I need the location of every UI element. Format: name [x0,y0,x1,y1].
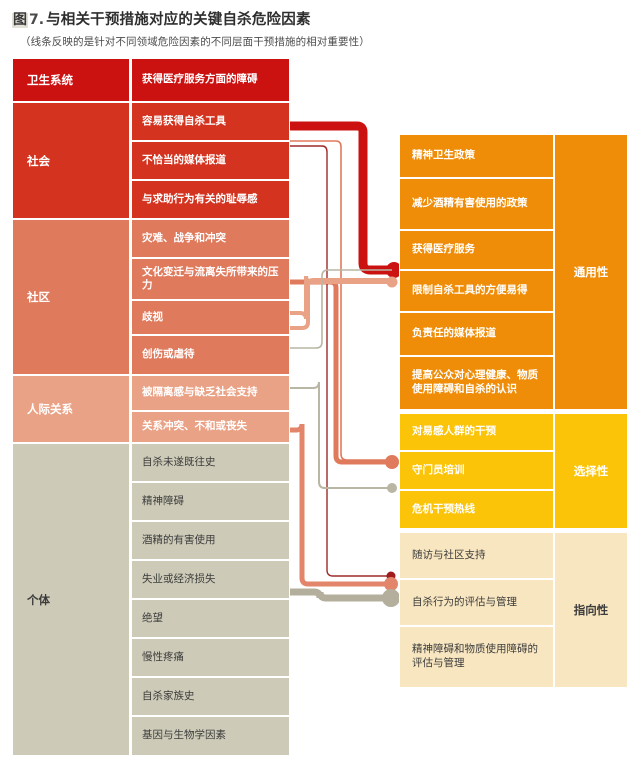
intervention-row[interactable]: 随访与社区支持 [399,532,554,579]
domain-interpersonal[interactable]: 人际关系 [12,375,130,443]
level-indicated[interactable]: 指向性 [554,532,628,688]
domain-society[interactable]: 社会 [12,102,130,219]
intervention-row[interactable]: 提高公众对心理健康、物质使用障碍和自杀的认识 [399,356,554,410]
connector-interpersonal [285,423,398,591]
intervention-label: 负责任的媒体报道 [412,327,496,340]
domain-individual[interactable]: 个体 [12,443,130,756]
connector-health-system [280,78,402,278]
domain-label: 社区 [27,290,50,304]
risk-factor-row[interactable]: 酒精的有害使用 [131,521,290,560]
connector-society-vulnerable [282,140,399,469]
risk-factor-label: 灾难、战争和冲突 [142,231,226,244]
risk-factor-row[interactable]: 慢性疼痛 [131,638,290,677]
risk-factor-row[interactable]: 创伤或虐待 [131,335,290,375]
risk-factor-label: 创伤或虐待 [142,348,195,361]
intervention-row[interactable]: 限制自杀工具的方便易得 [399,270,554,312]
risk-factor-label: 酒精的有害使用 [142,533,216,546]
domain-label: 人际关系 [27,402,73,416]
level-label: 指向性 [573,603,609,617]
risk-factor-label: 慢性疼痛 [142,650,184,663]
figure-subtitle: （线条反映的是针对不同领域危险因素的不同层面干预措施的相对重要性） [20,36,370,48]
connector-community-gatekeeper [285,269,397,493]
risk-factor-label: 被隔离感与缺乏社会支持 [142,386,258,399]
risk-factor-row[interactable]: 自杀家族史 [131,677,290,716]
intervention-row[interactable]: 精神卫生政策 [399,134,554,178]
intervention-row[interactable]: 精神障碍和物质使用障碍的评估与管理 [399,626,554,688]
level-label: 通用性 [573,265,609,279]
risk-factor-row[interactable]: 灾难、战争和冲突 [131,219,290,258]
risk-factor-label: 自杀未遂既往史 [142,455,216,468]
risk-factor-row[interactable]: 不恰当的媒体报道 [131,141,290,180]
risk-factor-row[interactable]: 歧视 [131,300,290,335]
intervention-label: 提高公众对心理健康、物质使用障碍和自杀的认识 [412,369,538,395]
level-universal[interactable]: 通用性 [554,134,628,410]
intervention-row[interactable]: 获得医疗服务 [399,230,554,270]
figure-header: 图 7. 与相关干预措施对应的关键自杀危险因素 （线条反映的是针对不同领域危险因… [12,8,628,49]
intervention-label: 自杀行为的评估与管理 [412,595,517,608]
risk-factor-label: 绝望 [142,611,163,624]
risk-factor-row[interactable]: 获得医疗服务方面的障碍 [131,58,290,102]
risk-factor-row[interactable]: 基因与生物学因素 [131,716,290,756]
risk-factor-row[interactable]: 绝望 [131,599,290,638]
intervention-row[interactable]: 对易感人群的干预 [399,413,554,451]
intervention-label: 随访与社区支持 [412,548,486,561]
intervention-label: 精神卫生政策 [412,149,475,162]
intervention-label: 守门员培训 [412,463,465,476]
figure-number: 7. [29,12,45,28]
page-title: 与相关干预措施对应的关键自杀危险因素 [46,12,311,28]
intervention-row[interactable]: 减少酒精有害使用的政策 [399,178,554,230]
diagram-body: 卫生系统 社会 社区 人际关系 个体 获得医疗服务方面的障碍 容易获得自杀工具 … [0,58,640,763]
risk-factor-row[interactable]: 关系冲突、不和或丧失 [131,411,290,443]
domain-health-system[interactable]: 卫生系统 [12,58,130,102]
risk-factor-label: 失业或经济损失 [142,572,216,585]
risk-factor-label: 获得医疗服务方面的障碍 [142,73,258,86]
risk-factor-label: 精神障碍 [142,494,184,507]
risk-factor-row[interactable]: 与求助行为有关的耻辱感 [131,180,290,219]
domain-label: 卫生系统 [27,73,73,87]
connector-society-assessment [285,145,396,581]
domain-community[interactable]: 社区 [12,219,130,375]
intervention-label: 获得医疗服务 [412,243,475,256]
figure-badge: 图 [12,12,28,29]
connector-individual-assessment [281,588,400,698]
risk-factor-row[interactable]: 文化变迁与流离失所带来的压力 [131,258,290,300]
connector-community-restrict [285,275,398,330]
risk-factor-row[interactable]: 自杀未遂既往史 [131,443,290,482]
intervention-row[interactable]: 守门员培训 [399,451,554,490]
domain-label: 社会 [27,153,50,168]
intervention-label: 精神障碍和物质使用障碍的评估与管理 [412,643,538,669]
risk-factor-label: 文化变迁与流离失所带来的压力 [142,265,279,291]
intervention-row[interactable]: 负责任的媒体报道 [399,312,554,356]
figure-title-line: 图 7. 与相关干预措施对应的关键自杀危险因素 [12,8,628,29]
intervention-label: 对易感人群的干预 [412,425,496,438]
risk-factor-row[interactable]: 精神障碍 [131,482,290,521]
intervention-label: 减少酒精有害使用的政策 [412,197,528,210]
risk-factor-label: 容易获得自杀工具 [142,114,226,127]
risk-factor-label: 关系冲突、不和或丧失 [142,420,247,433]
level-label: 选择性 [573,464,609,478]
level-selective[interactable]: 选择性 [554,413,628,529]
risk-factor-row[interactable]: 被隔离感与缺乏社会支持 [131,375,290,411]
intervention-label: 危机干预热线 [412,502,475,515]
intervention-row[interactable]: 自杀行为的评估与管理 [399,579,554,626]
risk-factor-row[interactable]: 失业或经济损失 [131,560,290,599]
risk-factor-label: 不恰当的媒体报道 [142,153,226,166]
risk-factor-label: 自杀家族史 [142,689,195,702]
risk-factor-row[interactable]: 容易获得自杀工具 [131,102,290,141]
domain-label: 个体 [27,592,50,607]
intervention-label: 限制自杀工具的方便易得 [412,284,528,297]
intervention-row[interactable]: 危机干预热线 [399,490,554,529]
risk-factor-label: 基因与生物学因素 [142,729,226,742]
risk-factor-label: 与求助行为有关的耻辱感 [142,192,258,205]
risk-factor-label: 歧视 [142,310,163,323]
